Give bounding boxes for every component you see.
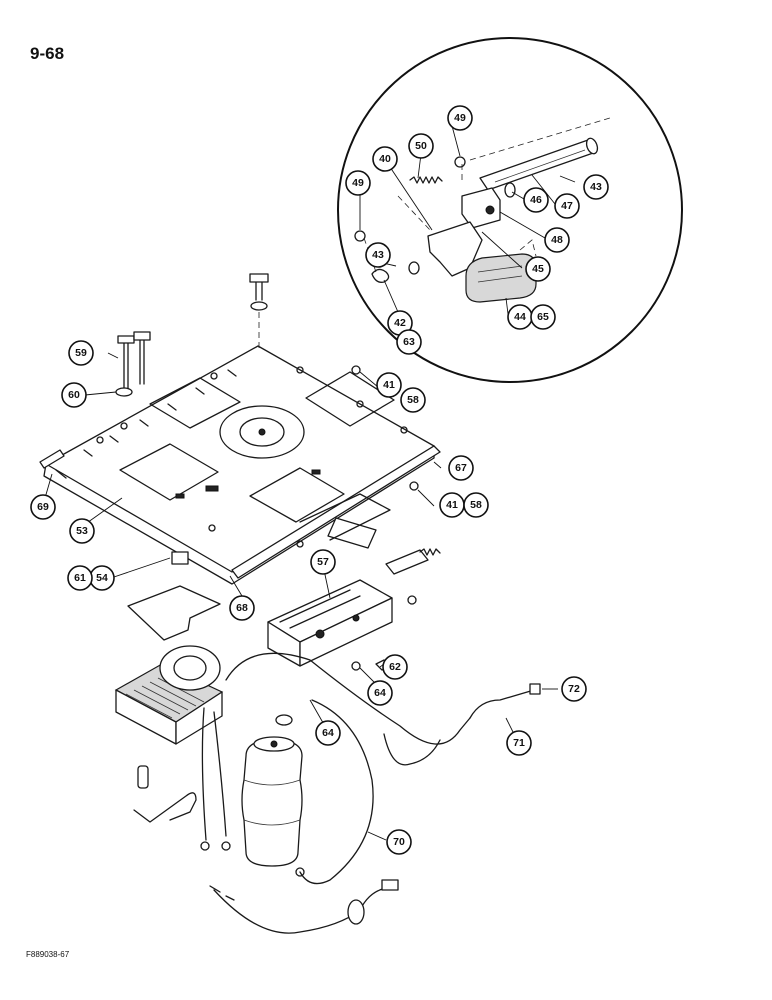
svg-text:47: 47: [561, 200, 573, 212]
callout-58: 58: [400, 387, 426, 413]
svg-text:49: 49: [454, 112, 466, 124]
svg-text:58: 58: [470, 499, 482, 511]
svg-text:68: 68: [236, 602, 248, 614]
figure-code: F889038-67: [26, 950, 70, 959]
svg-text:61: 61: [74, 572, 86, 584]
mounting-holes: [96, 366, 408, 548]
spring-part: [409, 176, 443, 184]
callout-47: 47: [554, 193, 580, 219]
svg-text:70: 70: [393, 836, 405, 848]
callout-54: 54: [89, 565, 115, 591]
svg-text:48: 48: [551, 234, 563, 246]
callout-46: 46: [523, 187, 549, 213]
callout-63: 63: [396, 329, 422, 355]
svg-text:49: 49: [352, 177, 364, 189]
svg-text:59: 59: [75, 347, 87, 359]
callout-45: 45: [525, 256, 551, 282]
svg-text:64: 64: [374, 687, 386, 699]
svg-text:50: 50: [415, 140, 427, 152]
leader-lines: [44, 121, 576, 841]
callout-41: 41: [439, 492, 465, 518]
svg-text:41: 41: [383, 379, 395, 391]
callout-64: 64: [367, 680, 393, 706]
svg-text:64: 64: [322, 727, 334, 739]
svg-text:41: 41: [446, 499, 458, 511]
svg-text:40: 40: [379, 153, 391, 165]
svg-text:42: 42: [394, 317, 406, 329]
svg-text:67: 67: [455, 462, 467, 474]
svg-text:69: 69: [37, 501, 49, 513]
callout-67: 67: [448, 455, 474, 481]
svg-text:46: 46: [530, 194, 542, 206]
svg-text:45: 45: [532, 263, 544, 275]
rod-part: [479, 137, 599, 191]
callout-68: 68: [229, 595, 255, 621]
callout-70: 70: [386, 829, 412, 855]
svg-text:54: 54: [96, 572, 108, 584]
pivot-bracket: [461, 187, 501, 229]
callout-43: 43: [365, 242, 391, 268]
release-handle: [465, 253, 537, 303]
svg-text:43: 43: [372, 249, 384, 261]
callout-62: 62: [382, 654, 408, 680]
detail-view: [337, 37, 683, 383]
callout-41: 41: [376, 372, 402, 398]
svg-text:62: 62: [389, 661, 401, 673]
callout-44: 44: [507, 304, 533, 330]
release-lever: [427, 221, 483, 277]
callout-69: 69: [30, 494, 56, 520]
svg-text:43: 43: [590, 181, 602, 193]
callout-48: 48: [544, 227, 570, 253]
callout-57: 57: [310, 549, 336, 575]
svg-text:72: 72: [568, 683, 580, 695]
mounting-strap: [133, 792, 197, 823]
callout-43: 43: [583, 174, 609, 200]
svg-text:71: 71: [513, 737, 525, 749]
air-spring-bag: [241, 714, 305, 877]
callout-49: 49: [447, 105, 473, 131]
callout-71: 71: [506, 730, 532, 756]
callout-72: 72: [561, 676, 587, 702]
callout-61: 61: [67, 565, 93, 591]
callout-59: 59: [68, 340, 94, 366]
svg-text:63: 63: [403, 336, 415, 348]
svg-text:44: 44: [514, 311, 526, 323]
svg-text:57: 57: [317, 556, 329, 568]
callout-60: 60: [61, 382, 87, 408]
callout-58: 58: [463, 492, 489, 518]
callout-49: 49: [345, 170, 371, 196]
callout-40: 40: [372, 146, 398, 172]
hose-lines: [200, 652, 541, 934]
callout-65: 65: [530, 304, 556, 330]
svg-text:58: 58: [407, 394, 419, 406]
callout-64: 64: [315, 720, 341, 746]
svg-text:53: 53: [76, 525, 88, 537]
seat-base-plate: [39, 345, 441, 585]
insulation-pad: [127, 585, 221, 641]
air-compressor: [114, 645, 224, 745]
svg-text:65: 65: [537, 311, 549, 323]
callout-50: 50: [408, 133, 434, 159]
callout-53: 53: [69, 518, 95, 544]
page-number: 9-68: [30, 44, 65, 63]
svg-text:60: 60: [68, 389, 80, 401]
retainer-clip: [171, 551, 189, 565]
